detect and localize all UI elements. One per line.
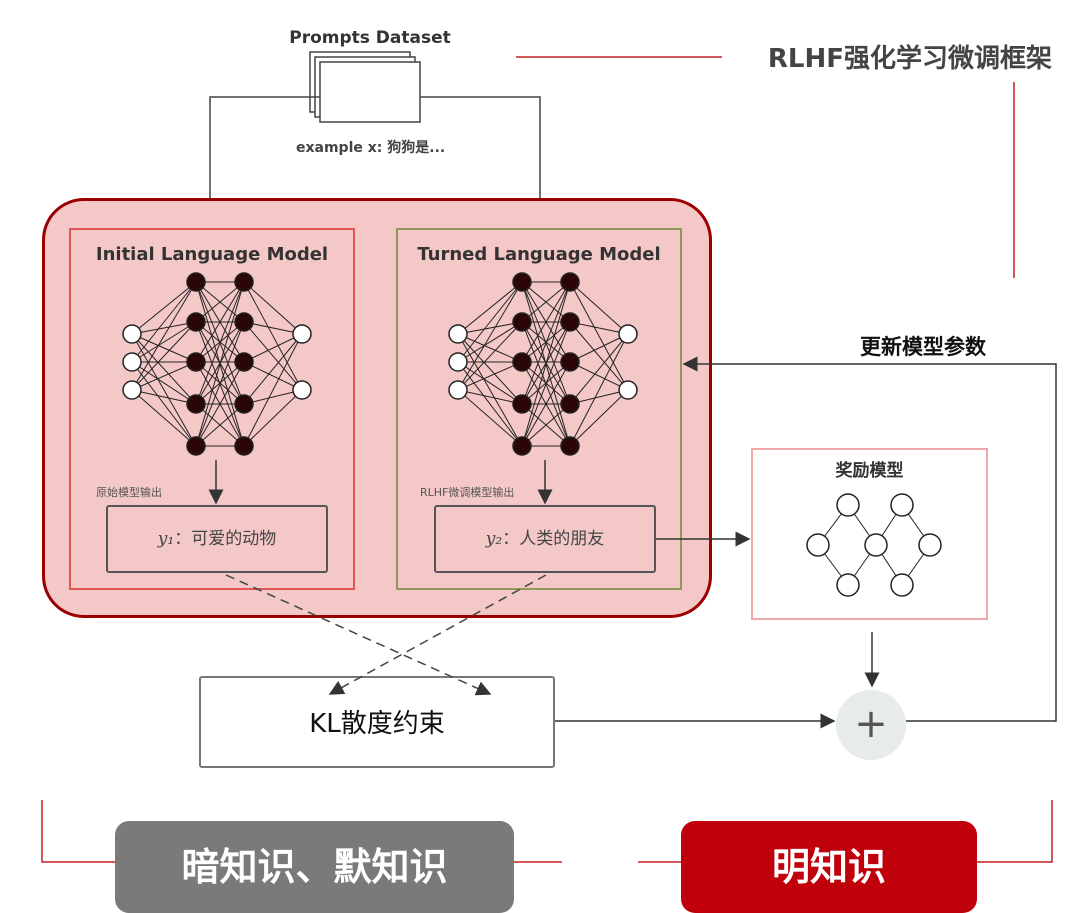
initial-network-icon	[122, 272, 312, 456]
arrow-update-loop	[682, 356, 1057, 722]
dashed-turned-kl	[328, 574, 547, 695]
turned-model-panel	[396, 228, 682, 590]
initial-output-var: y₁	[157, 529, 175, 549]
kl-box	[199, 676, 555, 768]
explicit-knowledge-button: 明知识	[681, 821, 977, 913]
page-title: RLHF强化学习微调框架	[767, 44, 1052, 74]
implicit-knowledge-button: 暗知识、默知识	[115, 821, 514, 913]
turned-model-title: Turned Language Model	[417, 244, 661, 265]
turned-output-box: y₂：人类的朋友	[434, 505, 656, 573]
turned-output-text: ：人类的朋友	[502, 529, 605, 549]
turned-output-label: RLHF微调模型输出	[420, 486, 515, 499]
dashed-initial-kl	[225, 574, 492, 696]
initial-output-label: 原始模型输出	[96, 486, 162, 499]
bottom-right-bracket	[977, 800, 1053, 863]
bottom-left-bracket	[41, 800, 115, 863]
reward-network-icon	[806, 493, 942, 597]
reward-model-title: 奖励模型	[835, 461, 904, 481]
initial-output-box: y₁：可爱的动物	[106, 505, 328, 573]
arrow-prompts-initial	[202, 96, 320, 227]
initial-output-text: ：可爱的动物	[174, 529, 277, 549]
initial-model-title: Initial Language Model	[95, 244, 329, 265]
prompts-dataset-icon	[309, 51, 421, 123]
initial-model-panel	[69, 228, 355, 590]
kl-label: KL散度约束	[309, 709, 445, 739]
update-params-label: 更新模型参数	[860, 335, 986, 359]
turned-network-icon	[448, 272, 638, 456]
reward-model-box	[751, 448, 988, 620]
sum-node: +	[836, 690, 906, 760]
prompts-dataset-title: Prompts Dataset	[289, 28, 451, 48]
turned-output-var: y₂	[485, 529, 503, 549]
arrow-prompts-turned	[420, 96, 548, 227]
example-text: example x: 狗狗是...	[296, 140, 446, 156]
